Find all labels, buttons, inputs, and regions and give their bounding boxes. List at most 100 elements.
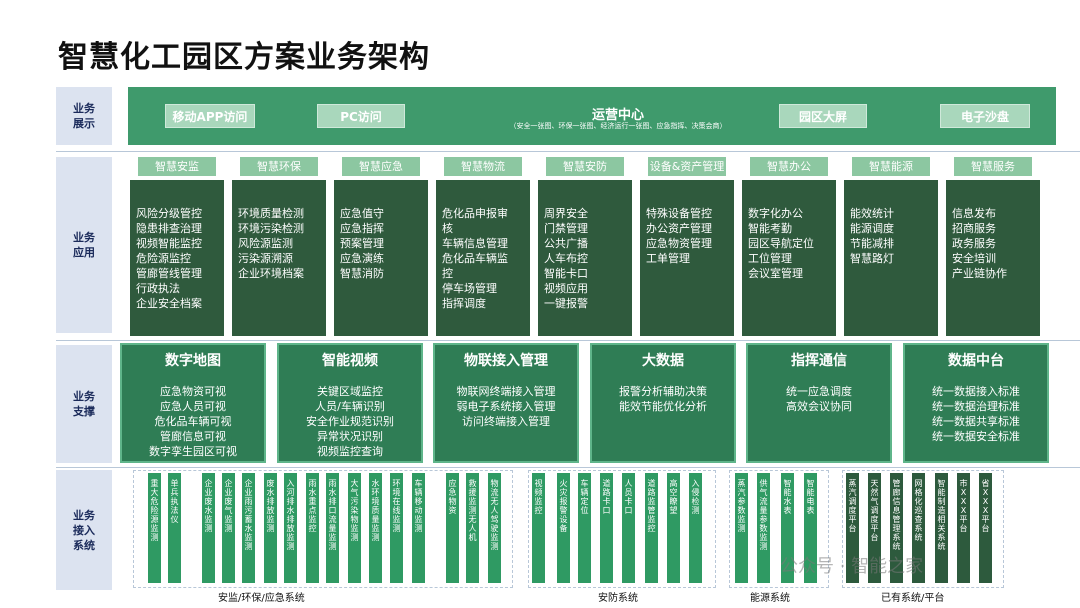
divider [56,151,1080,152]
access-system-label: 人员卡口 [624,479,633,515]
app-head-0[interactable]: 智慧安监 [138,157,216,176]
support-item: 人员/车辆识别 [315,400,385,413]
app-head-2[interactable]: 智慧应急 [342,157,420,176]
app-head-5[interactable]: 设备&资产管理 [648,157,726,176]
support-item: 数字孪生园区可视 [149,445,237,458]
access-system-label: 环境在线监测 [392,479,401,533]
app-card-1: 环境质量检测环境污染检测风险源监测污染源溯源企业环境档案 [232,180,326,336]
support-head: 数据中台 [948,353,1004,369]
app-item: 核 [442,222,453,235]
support-item: 统一数据安全标准 [932,430,1020,443]
app-item: 工位管理 [748,252,792,265]
app-item: 人车布控 [544,252,588,265]
support-item: 报警分析辅助决策 [619,385,707,398]
group-box-existing [842,470,1004,588]
access-system-label: 智能电表 [806,479,815,515]
park-bigscreen-button[interactable]: 园区大屏 [779,104,867,128]
support-head: 数字地图 [165,353,221,369]
access-system-bar: 人员卡口 [622,473,635,583]
access-system-label: 管廊信息管理系统 [892,479,901,551]
group-box-security [528,470,716,588]
access-system-label: 高空瞭望 [669,479,678,515]
support-card-1: 智能视频关键区域监控人员/车辆识别安全作业规范识别异常状况识别视频监控查询 [277,343,423,463]
access-system-bar: 应急物资 [446,473,459,583]
support-item: 高效会议协同 [786,400,852,413]
app-item: 数字化办公 [748,207,803,220]
app-item: 能效统计 [850,207,894,220]
app-head-3[interactable]: 智慧物流 [444,157,522,176]
access-system-label: 雨水重点监控 [308,479,317,533]
access-system-bar: 废水排放监测 [264,473,277,583]
row-label-support: 业务支撑 [56,345,112,463]
access-system-bar: 企业废气监测 [222,473,235,583]
app-item: 风险源监测 [238,237,293,250]
support-item: 统一数据接入标准 [932,385,1020,398]
pc-access-button[interactable]: PC访问 [317,104,405,128]
support-card-5: 数据中台统一数据接入标准统一数据治理标准统一数据共享标准统一数据安全标准 [903,343,1049,463]
app-item: 应急值守 [340,207,384,220]
access-system-label: 单兵执法仪 [170,479,179,524]
app-card-0: 风险分级管控隐患排查治理视频智能监控危险源监控管廊管线管理行政执法企业安全档案 [130,180,224,336]
watermark: 公众号 · 智能之家 [780,556,924,577]
support-item: 弱电子系统接入管理 [456,400,556,413]
access-system-bar: 物流无人驾驶监测 [488,473,501,583]
app-head-1[interactable]: 智慧环保 [240,157,318,176]
app-item: 控 [442,267,453,280]
access-system-label: 大气污染物监测 [350,479,359,542]
access-system-bar: 水环境质量监测 [369,473,382,583]
app-item: 办公资产管理 [646,222,712,235]
app-item: 一键报警 [544,297,588,310]
support-card-2: 物联接入管理物联网终端接入管理弱电子系统接入管理访问终端接入管理 [433,343,579,463]
app-item: 行政执法 [136,282,180,295]
app-item: 风险分级管控 [136,207,202,220]
support-item: 关键区域监控 [317,385,383,398]
access-system-label: 车辆定位 [580,479,589,515]
group-label-energy: 能源系统 [750,593,790,604]
app-item: 危险源监控 [136,252,191,265]
app-item: 隐患排查治理 [136,222,202,235]
app-item: 应急指挥 [340,222,384,235]
access-system-label: 蒸汽调度平台 [848,479,857,533]
support-item: 统一应急调度 [786,385,852,398]
app-item: 工单管理 [646,252,690,265]
access-system-label: 应急物资 [448,479,457,515]
app-item: 智能卡口 [544,267,588,280]
access-system-bar: 智能水表 [781,473,794,583]
app-card-5: 特殊设备管控办公资产管理应急物资管理工单管理 [640,180,734,336]
app-card-7: 能效统计能源调度节能减排智慧路灯 [844,180,938,336]
support-card-3: 大数据报警分析辅助决策能效节能优化分析 [590,343,736,463]
access-system-bar: 智能电表 [804,473,817,583]
app-head-8[interactable]: 智慧服务 [954,157,1032,176]
app-head-7[interactable]: 智慧能源 [852,157,930,176]
mobile-app-access-button[interactable]: 移动APP访问 [165,104,255,128]
access-system-bar: 单兵执法仪 [168,473,181,583]
row-label-application: 业务应用 [56,157,112,333]
support-card-4: 指挥通信统一应急调度高效会议协同 [746,343,892,463]
operation-center-title: 运营中心 [591,108,644,123]
app-head-6[interactable]: 智慧办公 [750,157,828,176]
electronic-sandtable-button[interactable]: 电子沙盘 [940,104,1030,128]
app-item: 招商服务 [952,222,996,235]
access-system-label: 雨水排口流量监测 [328,479,337,551]
access-system-label: 道路监管监控 [647,479,656,533]
support-head: 指挥通信 [791,353,847,369]
app-item: 企业安全档案 [136,297,202,310]
group-box-energy [729,470,829,588]
support-item: 物联网终端接入管理 [456,385,556,398]
access-system-label: 网格化巡查系统 [914,479,923,542]
app-item: 危化品申报审 [442,207,508,220]
access-system-label: 入河排水排放监测 [286,479,295,551]
access-system-bar: 雨水重点监控 [306,473,319,583]
app-card-3: 危化品申报审核车辆信息管理危化品车辆监控停车场管理指挥调度 [436,180,530,336]
access-system-label: 企业废水监测 [204,479,213,533]
app-head-4[interactable]: 智慧安防 [546,157,624,176]
app-item: 环境质量检测 [238,207,304,220]
access-system-label: 车辆移动监测 [414,479,423,533]
app-item: 门禁管理 [544,222,588,235]
app-item: 车辆信息管理 [442,237,508,250]
support-head: 大数据 [642,353,684,369]
app-item: 污染源溯源 [238,252,293,265]
app-item: 产业链协作 [952,267,1007,280]
app-item: 智能考勤 [748,222,792,235]
